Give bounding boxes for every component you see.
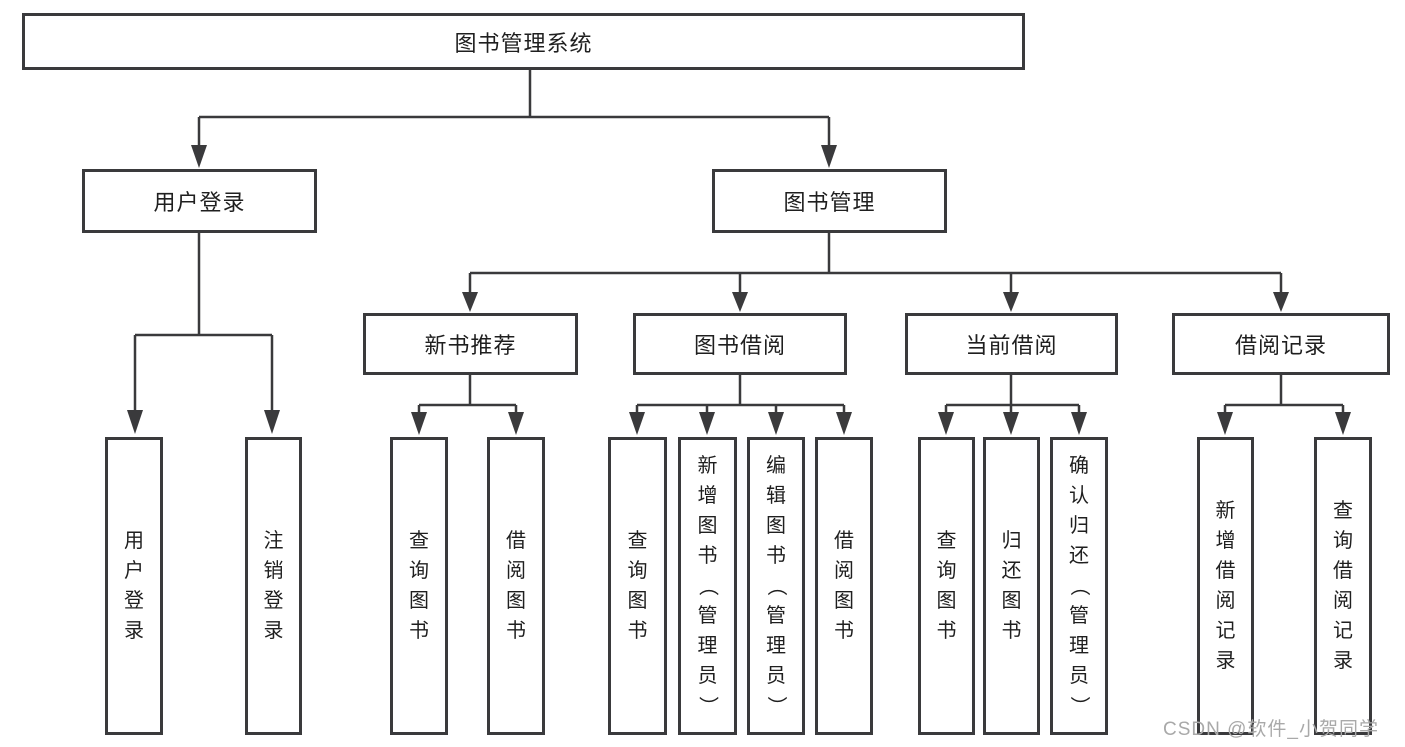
leaf-add-book-admin: 新增图书（管理员） <box>678 437 737 735</box>
node-label: 图书借阅 <box>693 333 786 358</box>
node-label: 图书管理 <box>783 190 876 215</box>
leaf-query-books-current: 查询图书 <box>918 437 975 735</box>
node-user-login: 用户登录 <box>82 169 317 233</box>
connector-current-borrow-branch <box>938 375 1087 435</box>
leaf-edit-book-admin: 编辑图书（管理员） <box>747 437 805 735</box>
node-new-book-recommend: 新书推荐 <box>363 313 578 375</box>
leaf-add-borrow-record: 新增借阅记录 <box>1197 437 1254 735</box>
leaf-query-borrow-record: 查询借阅记录 <box>1314 437 1372 735</box>
node-book-management: 图书管理 <box>712 169 947 233</box>
connector-book-management-branch <box>462 233 1289 312</box>
connector-new-book-recommend-branch <box>411 375 524 435</box>
connector-root <box>191 70 837 168</box>
leaf-borrow-books-recommend: 借阅图书 <box>487 437 545 735</box>
leaf-query-books-borrow: 查询图书 <box>608 437 667 735</box>
node-label: 新书推荐 <box>424 333 517 358</box>
leaf-borrow-books: 借阅图书 <box>815 437 873 735</box>
connector-borrow-records-branch <box>1217 375 1351 435</box>
node-library-management-system: 图书管理系统 <box>22 13 1025 70</box>
leaf-user-login: 用户登录 <box>105 437 163 735</box>
csdn-watermark: CSDN @软件_小贺同学 <box>1163 719 1379 740</box>
node-label: 借阅记录 <box>1234 333 1327 358</box>
leaf-query-books-recommend: 查询图书 <box>390 437 448 735</box>
leaf-confirm-return-admin: 确认归还（管理员） <box>1050 437 1108 735</box>
node-label: 图书管理系统 <box>454 30 593 56</box>
node-book-borrow: 图书借阅 <box>633 313 847 375</box>
node-current-borrow: 当前借阅 <box>905 313 1118 375</box>
leaf-return-book: 归还图书 <box>983 437 1040 735</box>
node-label: 用户登录 <box>153 190 246 215</box>
connector-user-login-branch <box>127 233 280 434</box>
node-label: 当前借阅 <box>965 333 1058 358</box>
leaf-logout-login: 注销登录 <box>245 437 302 735</box>
node-borrow-records: 借阅记录 <box>1172 313 1390 375</box>
connector-book-borrow-branch <box>629 375 852 435</box>
